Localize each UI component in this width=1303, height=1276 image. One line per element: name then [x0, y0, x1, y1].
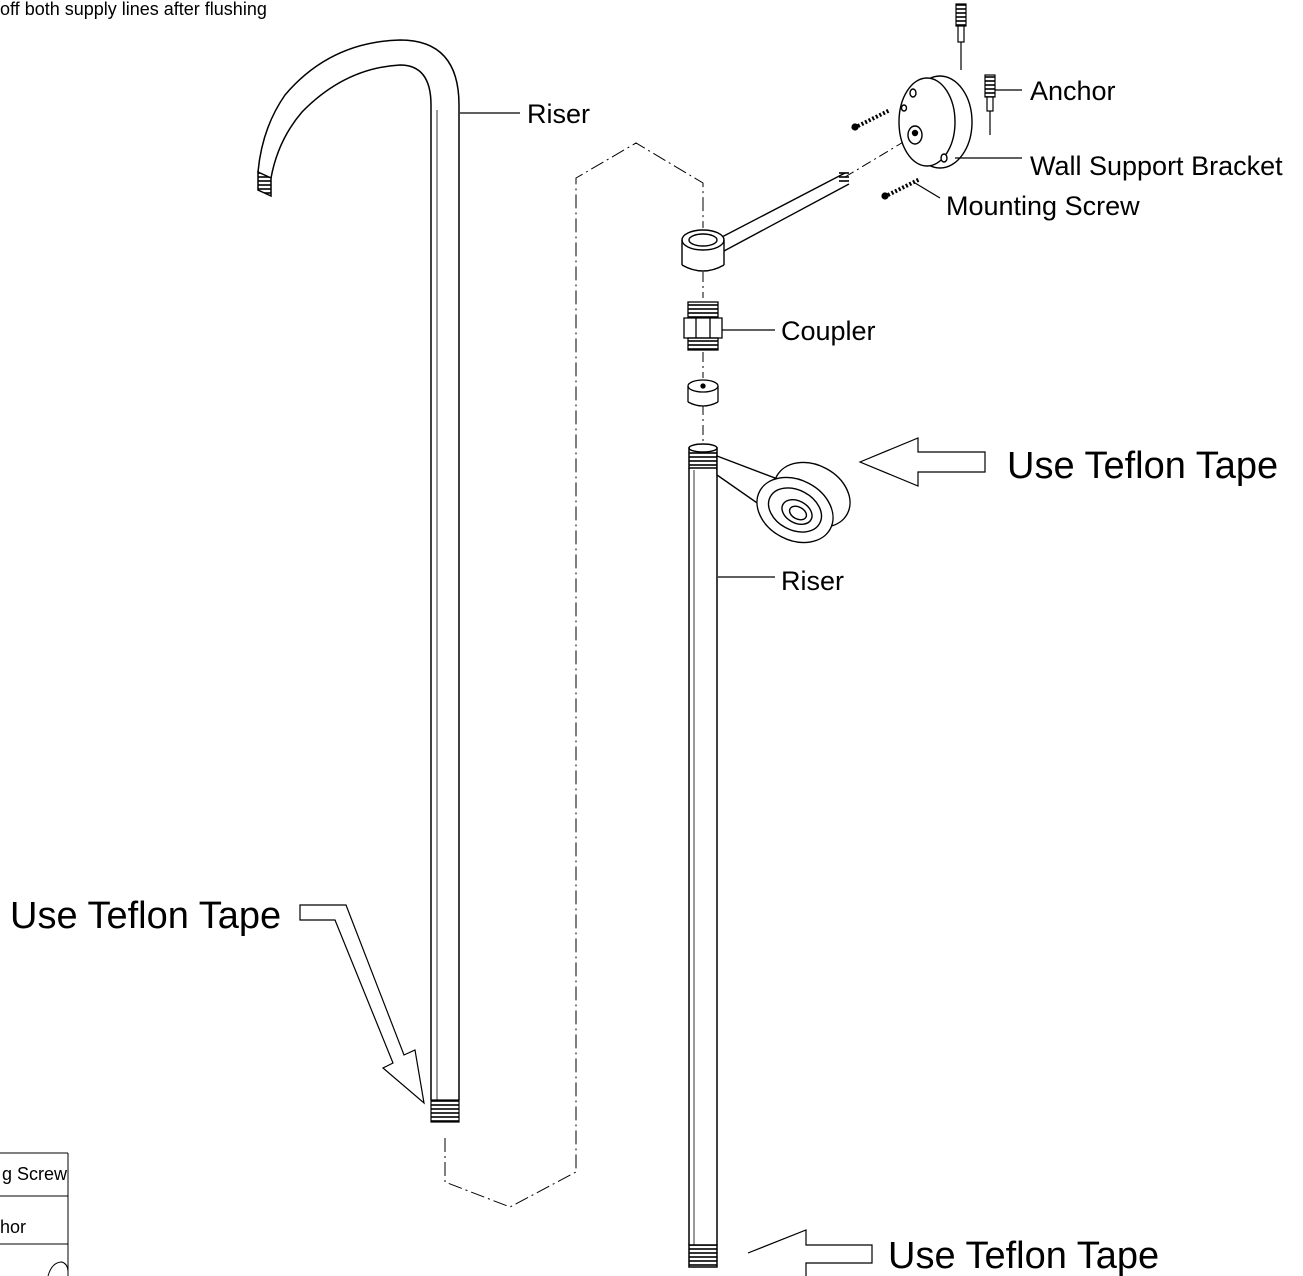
legend-row-anchor: hor	[0, 1217, 26, 1237]
teflon-tape-roll-icon	[716, 454, 851, 544]
wall-support-bracket-label: Wall Support Bracket	[1030, 151, 1283, 181]
riser-label-left: Riser	[527, 99, 590, 129]
teflon-tape-callout-upper: Use Teflon Tape	[1007, 445, 1278, 487]
washer	[687, 379, 719, 407]
anchor-top	[955, 3, 967, 70]
teflon-tape-callout-left: Use Teflon Tape	[10, 895, 281, 937]
arrow-down-icon	[299, 904, 425, 1105]
arrow-left-bottom-icon	[747, 1229, 873, 1276]
left-riser	[257, 39, 460, 1100]
teflon-tape-callout-bottom: Use Teflon Tape	[888, 1235, 1159, 1276]
alignment-centerline	[444, 142, 704, 1208]
left-riser-thread	[430, 1099, 460, 1123]
support-arm	[681, 172, 850, 272]
mounting-screw-upper	[851, 108, 891, 131]
anchor-right	[984, 74, 996, 135]
instruction-note: off both supply lines after flushing	[0, 0, 267, 19]
arrow-left-icon	[858, 437, 986, 487]
mounting-screw-label: Mounting Screw	[946, 191, 1140, 221]
coupler	[683, 301, 723, 351]
riser-label-right: Riser	[781, 566, 844, 596]
right-riser	[688, 443, 718, 1268]
parts-legend-fragment	[0, 1152, 69, 1276]
wall-support-bracket	[898, 75, 973, 169]
legend-row-mounting-screw: g Screw	[2, 1164, 68, 1184]
coupler-label: Coupler	[781, 316, 876, 346]
mounting-screw-lower	[881, 177, 921, 200]
anchor-label: Anchor	[1030, 76, 1116, 106]
